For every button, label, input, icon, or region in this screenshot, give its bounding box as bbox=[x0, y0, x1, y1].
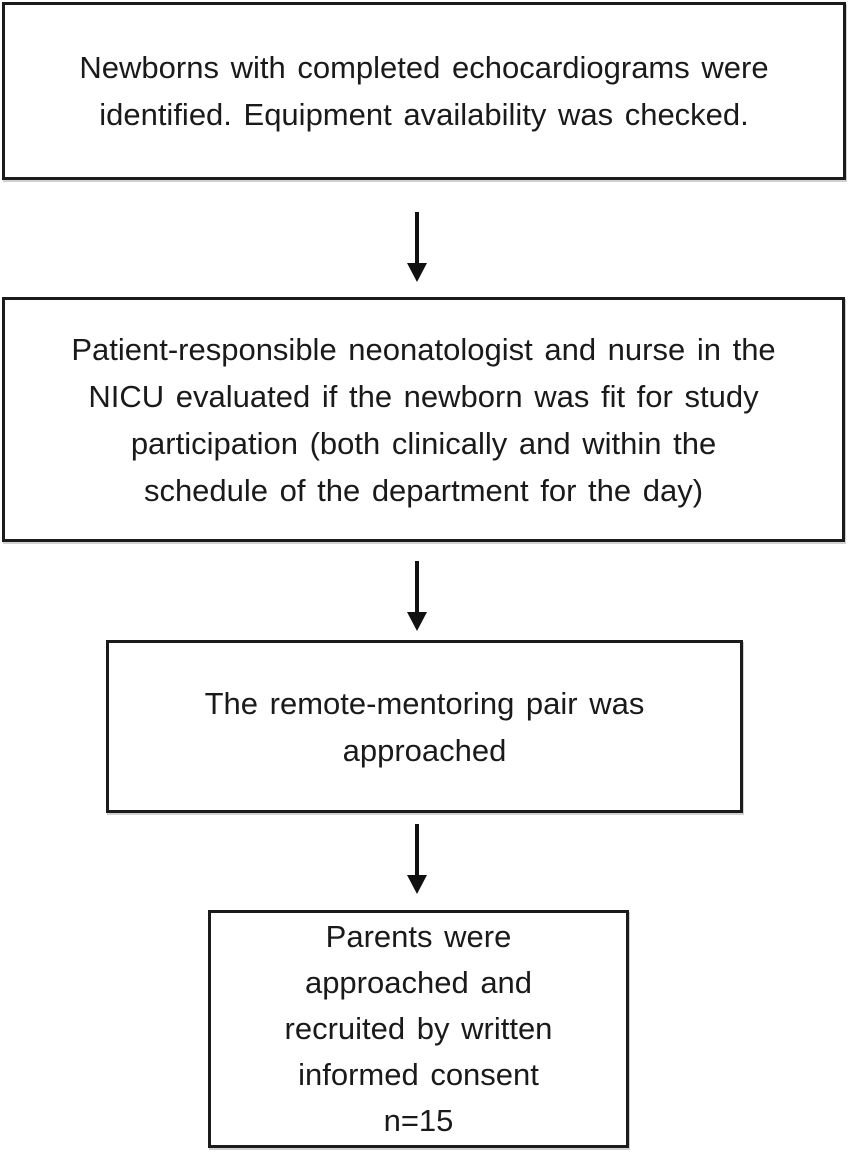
flow-step-2-box: Patient-responsible neonatologist and nu… bbox=[2, 297, 845, 542]
down-arrow-icon bbox=[407, 824, 427, 894]
flow-step-3-text-line: approached bbox=[342, 732, 507, 768]
flow-step-2-text-line: NICU evaluated if the newborn was fit fo… bbox=[88, 378, 759, 414]
flow-step-4-sample-size: n=15 bbox=[383, 1103, 454, 1138]
flow-step-4-box: Parents were approached and recruited by… bbox=[208, 910, 629, 1148]
flow-step-3-text-line: The remote-mentoring pair was bbox=[204, 685, 645, 721]
flow-step-1-text-line: Newborns with completed echocardiograms … bbox=[79, 50, 769, 85]
flow-step-3-box: The remote-mentoring pair was approached bbox=[106, 640, 743, 813]
flow-step-4-text-line: approached and bbox=[304, 965, 533, 1000]
flow-step-2-text-line: participation (both clinically and withi… bbox=[130, 425, 717, 461]
flow-step-4-text-line: informed consent bbox=[298, 1057, 539, 1092]
down-arrow-icon bbox=[407, 212, 427, 282]
flow-step-4-text-line: Parents were bbox=[325, 919, 512, 954]
down-arrow-icon bbox=[407, 561, 427, 631]
flow-step-4-text-line: recruited by written bbox=[284, 1011, 553, 1046]
flow-step-1-box: Newborns with completed echocardiograms … bbox=[2, 2, 846, 180]
flow-step-2-text-line: schedule of the department for the day) bbox=[143, 472, 704, 508]
flow-step-1-text-line: identified. Equipment availability was c… bbox=[99, 97, 749, 132]
flow-step-2-text-line: Patient-responsible neonatologist and nu… bbox=[71, 331, 776, 367]
